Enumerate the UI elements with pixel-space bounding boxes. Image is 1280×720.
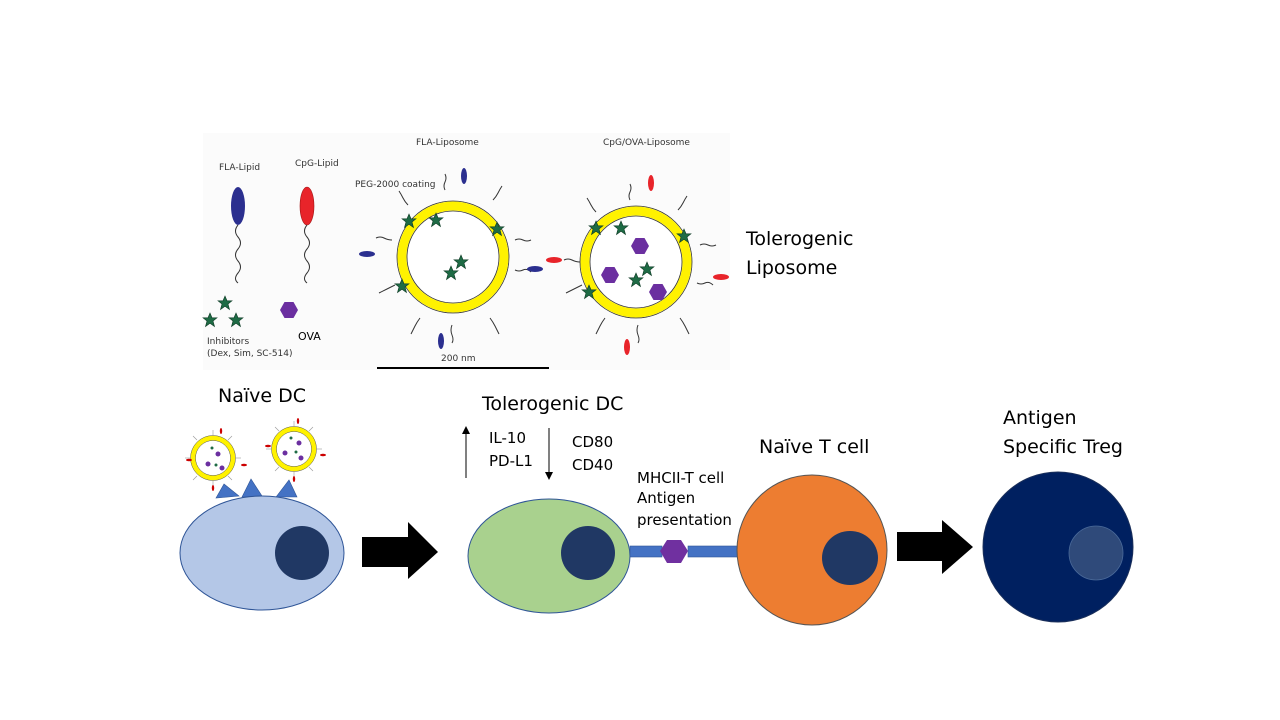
downregulated-arrow-head-icon (545, 472, 553, 480)
naive-t-cell-body (736, 474, 888, 626)
cpg-ova-liposome-title: CpG/OVA-Liposome (603, 138, 690, 148)
upregulated-arrow-head-icon (462, 426, 470, 434)
tcr-bar (687, 545, 741, 558)
tolerogenic-dc-nucleus (561, 526, 615, 580)
treg-nucleus (1068, 525, 1124, 581)
cpg-ova-liposome-icon (546, 175, 729, 355)
down-marker-cd80: CD80 (572, 433, 613, 451)
bound-liposome-icon (265, 418, 326, 482)
cpg-lipid-tail-icon (304, 224, 310, 284)
treg-cell-body (982, 471, 1134, 623)
naive-dc-group: Naïve DC (179, 385, 345, 611)
naive-t-cell-nucleus (822, 531, 878, 585)
arrow-right-icon (362, 522, 438, 579)
down-marker-cd40: CD40 (572, 456, 613, 474)
synapse-label-line1: MHCII-T cell (637, 469, 724, 487)
cpg-lipid-label: CpG-Lipid (295, 159, 339, 169)
naive-dc-label: Naïve DC (218, 385, 306, 407)
naive-dc-cell-body (179, 495, 345, 611)
fla-liposome-icon (359, 168, 543, 349)
tolerogenic-dc-group: Tolerogenic DC IL-10 PD-L1 CD80 CD40 (462, 393, 631, 614)
fla-lipid-head-icon (231, 187, 245, 225)
naive-dc-nucleus (275, 526, 329, 580)
inhibitors-label: Inhibitors (207, 337, 250, 347)
naive-t-cell-group: Naïve T cell (736, 436, 888, 626)
inhibitors-sublabel: (Dex, Sim, SC-514) (207, 349, 293, 359)
mhcii-bar (629, 545, 663, 558)
ova-label: OVA (298, 330, 321, 343)
tolerogenic-dc-label: Tolerogenic DC (481, 393, 623, 415)
cpg-lipid-head-icon (299, 186, 315, 226)
mhcii-synapse: MHCII-T cell Antigen presentation (629, 469, 741, 563)
receptor-triangles-icon (215, 478, 298, 499)
fla-lipid-label: FLA-Lipid (219, 163, 260, 173)
fla-liposome-title: FLA-Liposome (416, 138, 479, 148)
arrow-right-icon (897, 520, 973, 574)
scale-bar-label: 200 nm (441, 354, 476, 364)
liposome-schematic-panel: FLA-Lipid CpG-Lipid Inhibitors (Dex, Sim… (202, 133, 730, 370)
treg-label-line2: Specific Treg (1003, 436, 1123, 458)
tolerogenic-liposome-label-line2: Liposome (746, 257, 837, 279)
tolerogenic-liposome-label-line1: Tolerogenic (745, 228, 854, 250)
treg-label-line1: Antigen (1003, 407, 1077, 429)
up-marker-il10: IL-10 (489, 429, 526, 447)
peg-coating-label: PEG-2000 coating (355, 180, 436, 190)
treg-group: Antigen Specific Treg (982, 407, 1134, 623)
fla-lipid-tail-icon (235, 224, 241, 284)
synapse-label-line3: presentation (637, 511, 732, 529)
naive-t-cell-label: Naïve T cell (759, 436, 869, 458)
bound-liposome-icon (185, 428, 247, 491)
antigen-hexagon-icon (660, 540, 688, 563)
peg-chains (375, 173, 532, 344)
synapse-label-line2: Antigen (637, 489, 695, 507)
up-marker-pdl1: PD-L1 (489, 452, 533, 470)
